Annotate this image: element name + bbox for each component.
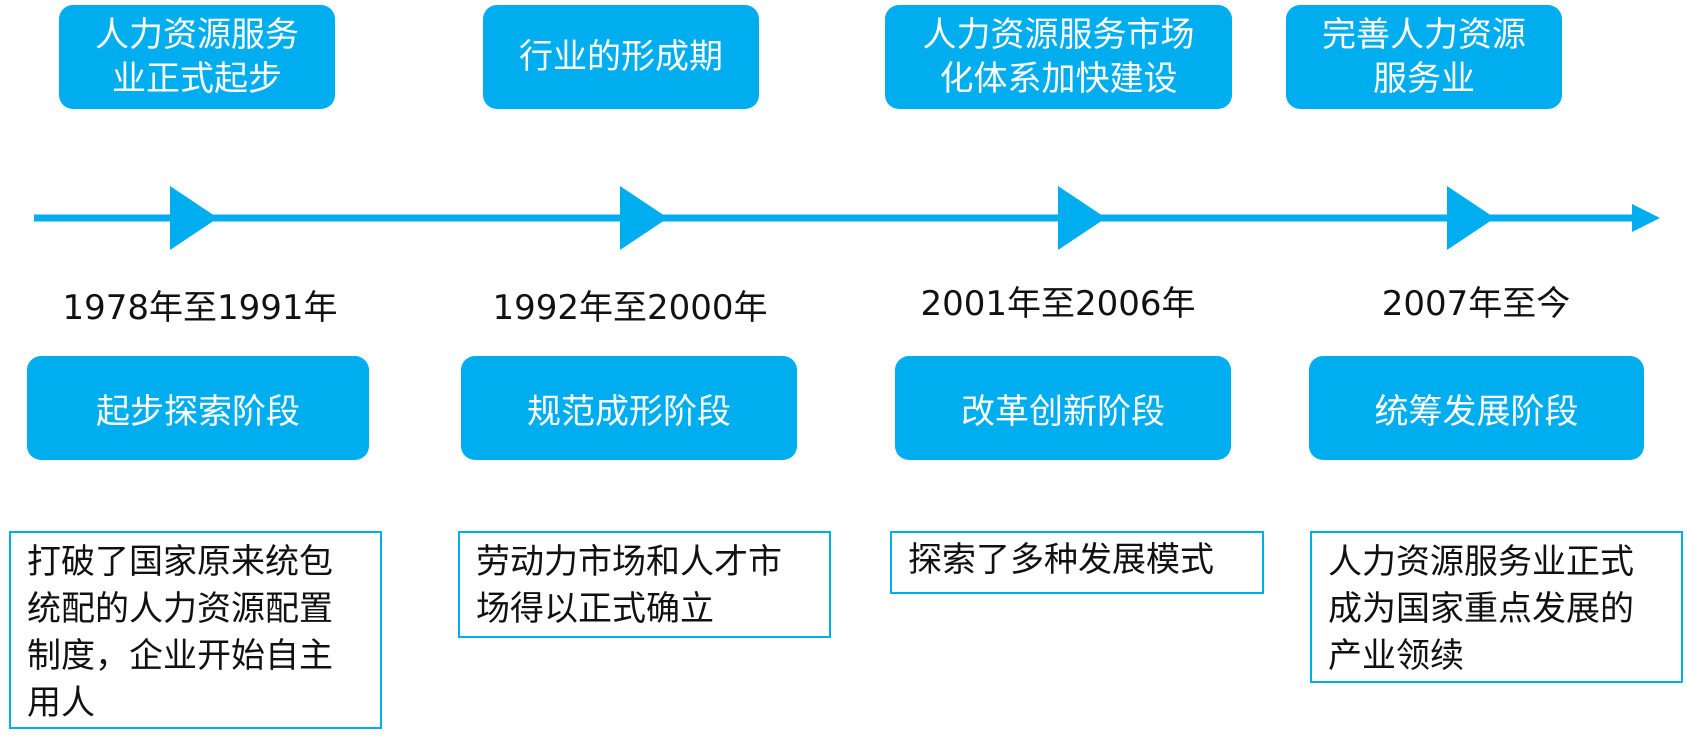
stage-1-marker — [170, 186, 218, 250]
stage-4-marker — [1447, 186, 1495, 250]
stage-3-marker — [1058, 186, 1106, 250]
stage-1-phase: 起步探索阶段 — [27, 356, 369, 460]
stage-1-headline: 人力资源服务 业正式起步 — [59, 5, 335, 109]
stage-3-phase: 改革创新阶段 — [895, 356, 1231, 460]
stage-1-period: 1978年至1991年 — [62, 288, 338, 328]
stage-2-phase: 规范成形阶段 — [461, 356, 797, 460]
stage-3-period: 2001年至2006年 — [920, 284, 1196, 324]
stage-3-description: 探索了多种发展模式 — [890, 531, 1264, 594]
stage-4-period: 2007年至今 — [1381, 284, 1571, 324]
timeline-arrow — [34, 186, 1660, 250]
stage-2-headline: 行业的形成期 — [483, 5, 759, 109]
stage-1-description: 打破了国家原来统包 统配的人力资源配置 制度，企业开始自主 用人 — [9, 531, 382, 729]
timeline-end-arrowhead — [1632, 204, 1660, 232]
stage-2-marker — [620, 186, 668, 250]
stage-3-headline: 人力资源服务市场 化体系加快建设 — [885, 5, 1232, 109]
stage-2-period: 1992年至2000年 — [492, 288, 768, 328]
stage-4-phase: 统筹发展阶段 — [1309, 356, 1644, 460]
stage-4-headline: 完善人力资源 服务业 — [1286, 5, 1562, 109]
stage-2-description: 劳动力市场和人才市 场得以正式确立 — [458, 531, 831, 638]
stage-4-description: 人力资源服务业正式 成为国家重点发展的 产业领续 — [1310, 531, 1683, 683]
